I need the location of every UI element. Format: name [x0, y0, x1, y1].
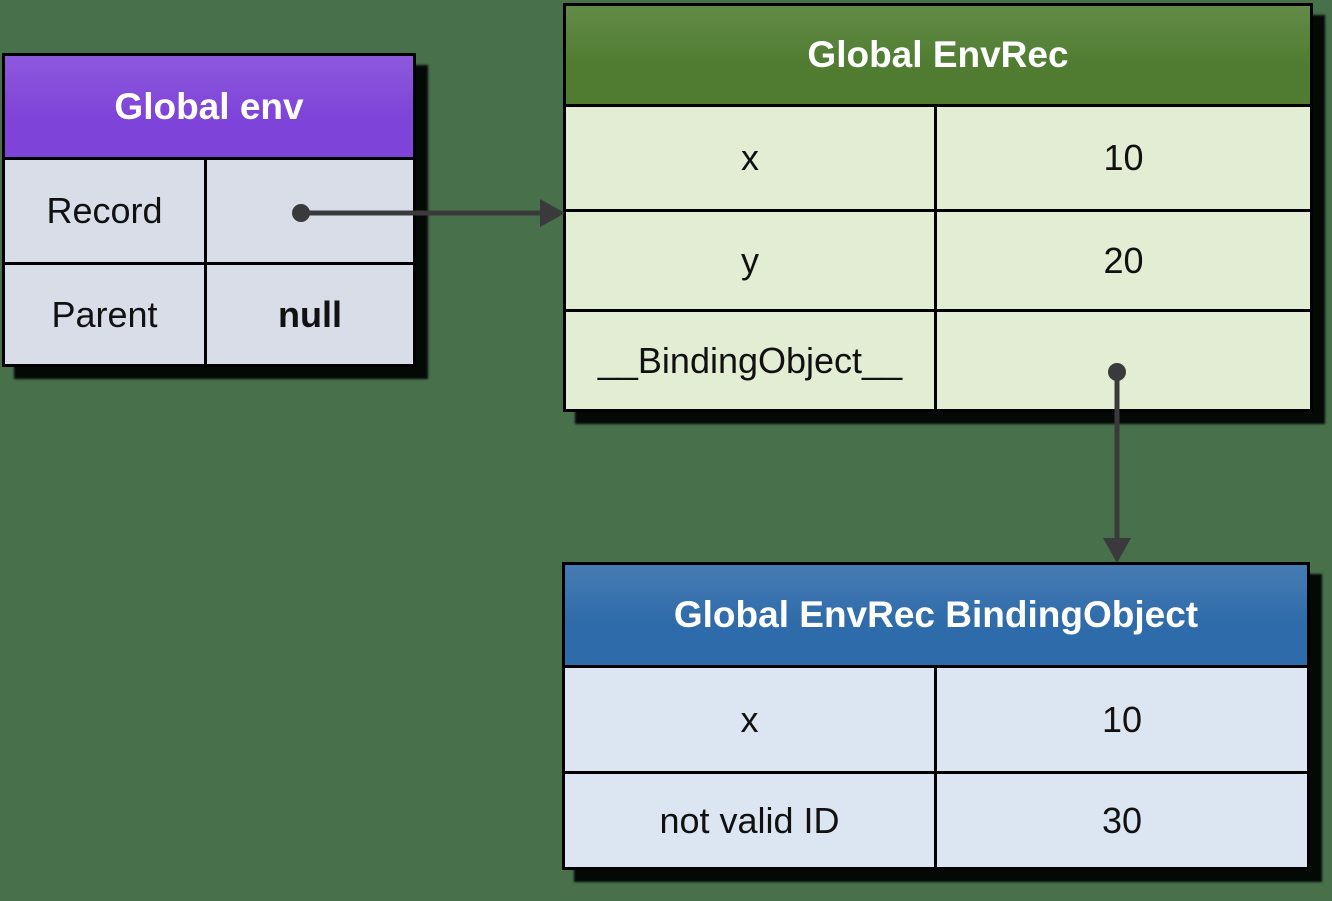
bo-x-value-cell: 10	[937, 668, 1307, 771]
not-valid-id-value-cell: 30	[937, 771, 1307, 867]
x-label-cell: x	[566, 107, 937, 209]
global-env-header: Global env	[5, 56, 413, 160]
arrowhead-icon	[1103, 538, 1131, 563]
global-env-table: Global env Record Parent null	[2, 53, 416, 367]
parent-value-cell: null	[207, 262, 413, 364]
bo-x-label-cell: x	[565, 668, 937, 771]
x-value-cell: 10	[937, 107, 1310, 209]
y-value-cell: 20	[937, 209, 1310, 309]
arrowhead-icon	[540, 199, 565, 227]
binding-object-header: Global EnvRec BindingObject	[565, 565, 1307, 668]
global-envrec-header: Global EnvRec	[566, 6, 1310, 107]
bindingobject-label-cell: __BindingObject__	[566, 309, 937, 409]
bindingobject-value-cell	[937, 309, 1310, 409]
record-label-cell: Record	[5, 160, 207, 262]
record-value-cell	[207, 160, 413, 262]
parent-label-cell: Parent	[5, 262, 207, 364]
global-envrec-rows: x 10 y 20 __BindingObject__	[566, 107, 1310, 409]
y-label-cell: y	[566, 209, 937, 309]
binding-object-rows: x 10 not valid ID 30	[565, 668, 1307, 867]
global-envrec-table: Global EnvRec x 10 y 20 __BindingObject_…	[563, 3, 1313, 412]
not-valid-id-label-cell: not valid ID	[565, 771, 937, 867]
binding-object-table: Global EnvRec BindingObject x 10 not val…	[562, 562, 1310, 870]
global-env-rows: Record Parent null	[5, 160, 413, 364]
